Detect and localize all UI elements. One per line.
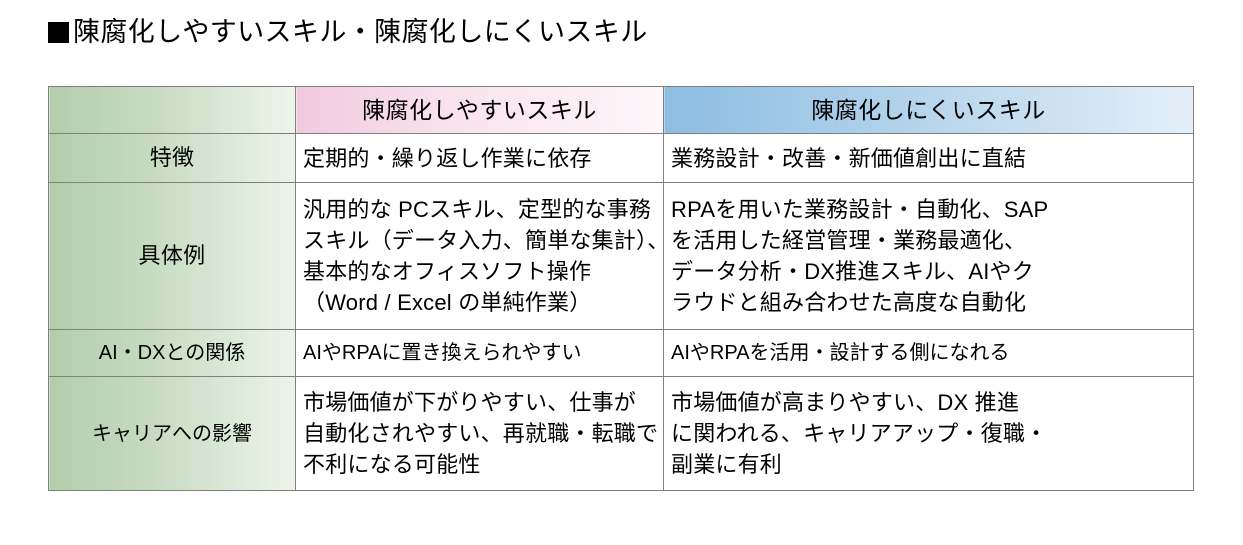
text-line: データ分析・DX推進スキル、AIやク <box>671 259 1034 284</box>
table-row: 具体例 汎用的な PCスキル、定型的な事務 スキル（データ入力、簡単な集計）、 … <box>48 182 1194 330</box>
text-line: 定期的・繰り返し作業に依存 <box>303 145 592 171</box>
header-hard-label: 陳腐化しにくいスキル <box>811 97 1046 123</box>
header-cell-easy: 陳腐化しやすいスキル <box>295 86 664 134</box>
text-line: 市場価値が下がりやすい、仕事が <box>303 390 637 415</box>
cell-ai-dx-hard: AIやRPAを活用・設計する側になれる <box>663 329 1194 377</box>
header-easy-label: 陳腐化しやすいスキル <box>362 97 597 123</box>
text-line: 業務設計・改善・新価値創出に直結 <box>671 145 1027 171</box>
cell-feature-hard-text: 業務設計・改善・新価値創出に直結 <box>664 143 1193 174</box>
cell-career-hard-text: 市場価値が高まりやすい、DX 推進 に関われる、キャリアアップ・復職・ 副業に有… <box>664 387 1193 480</box>
row-label-ai-dx-text: AI・DXとの関係 <box>98 342 246 364</box>
skills-comparison-table: 陳腐化しやすいスキル 陳腐化しにくいスキル 特徴 定期的・繰り返し作業に依存 <box>48 86 1194 491</box>
cell-example-easy-text: 汎用的な PCスキル、定型的な事務 スキル（データ入力、簡単な集計）、 基本的な… <box>296 194 670 318</box>
text-line: を活用した経営管理・業務最適化、 <box>671 228 1027 253</box>
table-header-row: 陳腐化しやすいスキル 陳腐化しにくいスキル <box>48 86 1194 134</box>
cell-ai-dx-hard-text: AIやRPAを活用・設計する側になれる <box>664 339 1193 367</box>
header-cell-hard: 陳腐化しにくいスキル <box>663 86 1194 134</box>
cell-career-easy: 市場価値が下がりやすい、仕事が 自動化されやすい、再就職・転職で 不利になる可能… <box>295 376 664 491</box>
row-label-ai-dx: AI・DXとの関係 <box>48 329 296 377</box>
cell-feature-hard: 業務設計・改善・新価値創出に直結 <box>663 133 1194 183</box>
row-label-career: キャリアへの影響 <box>48 376 296 491</box>
cell-ai-dx-easy: AIやRPAに置き換えられやすい <box>295 329 664 377</box>
row-label-example-text: 具体例 <box>138 243 206 268</box>
cell-example-easy: 汎用的な PCスキル、定型的な事務 スキル（データ入力、簡単な集計）、 基本的な… <box>295 182 670 330</box>
row-label-feature-text: 特徴 <box>149 145 195 170</box>
text-line: 副業に有利 <box>671 452 783 477</box>
cell-career-easy-text: 市場価値が下がりやすい、仕事が 自動化されやすい、再就職・転職で 不利になる可能… <box>296 387 663 480</box>
text-line: AIやRPAに置き換えられやすい <box>303 342 582 364</box>
text-line: ラウドと組み合わせた高度な自動化 <box>671 290 1027 315</box>
cell-feature-easy: 定期的・繰り返し作業に依存 <box>295 133 664 183</box>
page-title-text: 陳腐化しやすいスキル・陳腐化しにくいスキル <box>73 17 648 47</box>
text-line: 基本的なオフィスソフト操作 <box>303 259 592 284</box>
text-line: AIやRPAを活用・設計する側になれる <box>671 342 1010 364</box>
text-line: 自動化されやすい、再就職・転職で <box>303 421 659 446</box>
row-label-career-text: キャリアへの影響 <box>92 422 252 445</box>
row-label-example: 具体例 <box>48 182 296 330</box>
text-line: （Word / Excel の単純作業） <box>303 290 592 315</box>
row-label-feature: 特徴 <box>48 133 296 183</box>
page-title: 陳腐化しやすいスキル・陳腐化しにくいスキル <box>48 17 648 47</box>
cell-ai-dx-easy-text: AIやRPAに置き換えられやすい <box>296 339 663 367</box>
header-cell-blank <box>48 86 296 134</box>
table-row: 特徴 定期的・繰り返し作業に依存 業務設計・改善・新価値創出に直結 <box>48 133 1194 183</box>
text-line: 汎用的な PCスキル、定型的な事務 <box>303 197 652 222</box>
table-row: キャリアへの影響 市場価値が下がりやすい、仕事が 自動化されやすい、再就職・転職… <box>48 376 1194 491</box>
cell-career-hard: 市場価値が高まりやすい、DX 推進 に関われる、キャリアアップ・復職・ 副業に有… <box>663 376 1194 491</box>
text-line: に関われる、キャリアアップ・復職・ <box>671 421 1048 446</box>
cell-example-hard-text: RPAを用いた業務設計・自動化、SAP を活用した経営管理・業務最適化、 データ… <box>664 194 1193 318</box>
cell-example-hard: RPAを用いた業務設計・自動化、SAP を活用した経営管理・業務最適化、 データ… <box>663 182 1194 330</box>
black-square-bullet-icon <box>48 21 69 43</box>
table-row: AI・DXとの関係 AIやRPAに置き換えられやすい AIやRPAを活用・設計す… <box>48 329 1194 377</box>
text-line: スキル（データ入力、簡単な集計）、 <box>303 228 670 253</box>
text-line: 市場価値が高まりやすい、DX 推進 <box>671 390 1020 415</box>
text-line: 不利になる可能性 <box>303 452 481 477</box>
text-line: RPAを用いた業務設計・自動化、SAP <box>671 197 1049 222</box>
cell-feature-easy-text: 定期的・繰り返し作業に依存 <box>296 143 663 174</box>
